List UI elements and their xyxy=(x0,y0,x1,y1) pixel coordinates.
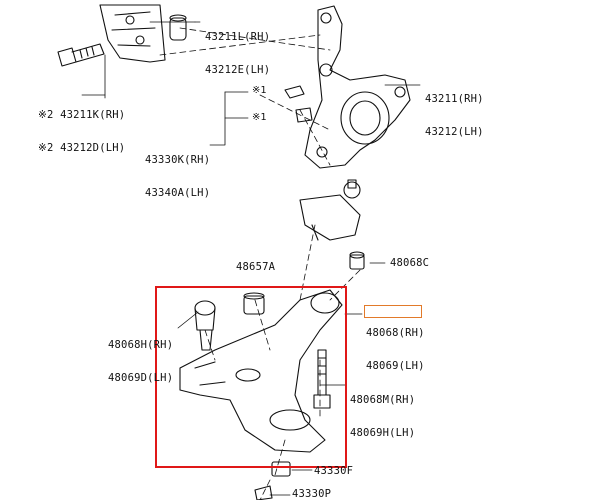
label-43211K[interactable]: ※2 43211K(RH) ※2 43212D(LH) xyxy=(38,88,125,165)
label-43211-rh: 43211(RH) xyxy=(425,93,484,105)
label-48068[interactable]: 48068(RH) 48069(LH) xyxy=(366,306,425,383)
highlight-box xyxy=(155,286,347,468)
label-43211L-lh: 43212E(LH) xyxy=(205,64,271,76)
label-43330F[interactable]: 43330F xyxy=(314,465,354,477)
label-43211K-lh-row: ※2 43212D(LH) xyxy=(38,143,125,154)
label-43211K-rh: 43211K(RH) xyxy=(60,109,126,121)
label-43211K-rh-row: ※2 43211K(RH) xyxy=(38,110,125,121)
note-mark-2a: ※2 xyxy=(38,109,54,121)
bolt-48068M xyxy=(313,349,331,409)
bushing-43211L xyxy=(169,14,187,41)
note-mark-2b: ※2 xyxy=(38,142,54,154)
label-43211-lh: 43212(LH) xyxy=(425,126,484,138)
label-43330P[interactable]: 43330P xyxy=(292,488,332,500)
label-48068H-lh: 48069D(LH) xyxy=(108,372,174,384)
label-48068M[interactable]: 48068M(RH) 48069H(LH) xyxy=(350,373,415,450)
label-48068M-rh: 48068M(RH) xyxy=(350,394,416,406)
label-43211K-lh: 43212D(LH) xyxy=(60,142,126,154)
bracket-43211L xyxy=(99,4,166,63)
label-48068M-lh: 48069H(LH) xyxy=(350,427,416,439)
label-48068H-rh: 48068H(RH) xyxy=(108,339,174,351)
label-48068-rh: 48068(RH) xyxy=(366,327,425,339)
label-48657A[interactable]: 48657A xyxy=(236,261,276,273)
steering-knuckle xyxy=(304,5,411,169)
label-48068-lh: 48069(LH) xyxy=(366,360,425,372)
nut-43330F xyxy=(271,461,291,477)
label-48068C[interactable]: 48068C xyxy=(390,257,430,269)
nut-48068C xyxy=(349,251,365,270)
ball-joint-43330K xyxy=(299,179,361,241)
note-mark-1a: ※1 xyxy=(252,85,267,96)
lower-control-arm xyxy=(179,289,343,453)
bolt-43211K xyxy=(57,43,105,67)
label-43211[interactable]: 43211(RH) 43212(LH) xyxy=(425,72,484,149)
label-43330K-lh: 43340A(LH) xyxy=(145,187,211,199)
label-highlight-box xyxy=(364,305,422,318)
bolt-43330P xyxy=(254,485,273,500)
note-mark-1b: ※1 xyxy=(252,112,267,123)
label-43211L[interactable]: 43211L(RH) 43212E(LH) xyxy=(205,10,270,87)
bushing-48657A xyxy=(243,292,265,315)
label-43330K-rh: 43330K(RH) xyxy=(145,154,211,166)
leader-lines xyxy=(81,21,421,496)
label-43211L-rh: 43211L(RH) xyxy=(205,31,271,43)
label-43330K[interactable]: 43330K(RH) 43340A(LH) xyxy=(145,133,210,210)
clip-parts xyxy=(284,85,313,123)
bolt-48068H xyxy=(194,300,216,351)
label-48068H[interactable]: 48068H(RH) 48069D(LH) xyxy=(108,318,173,395)
